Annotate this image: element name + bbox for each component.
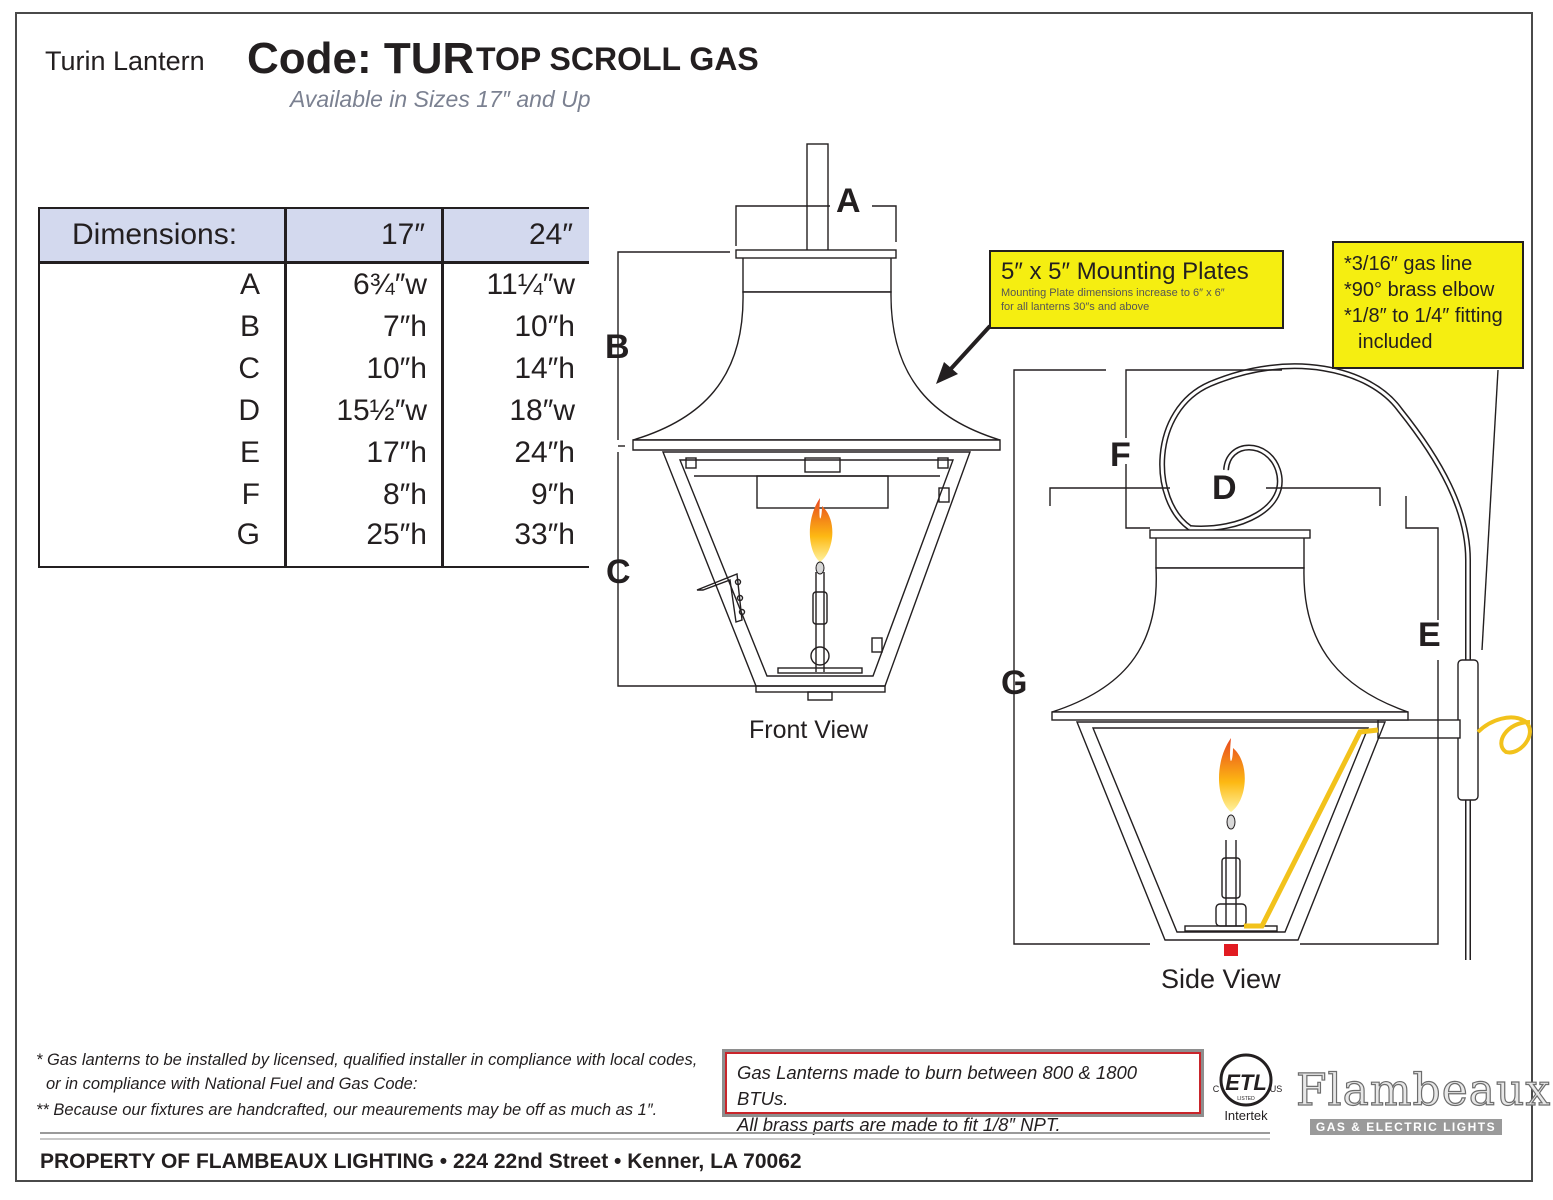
table-cell: E <box>38 432 287 474</box>
table-cell: 11¼″w <box>486 268 575 301</box>
dimension-label-c: C <box>606 553 631 591</box>
table-cell: 18″w <box>509 394 575 427</box>
dimension-label-d: D <box>1212 469 1237 507</box>
btu-info-box: Gas Lanterns made to burn between 800 & … <box>722 1049 1204 1135</box>
burner-tip-icon <box>815 561 825 575</box>
table-cell: 33″h <box>442 516 589 568</box>
flame-icon <box>1218 738 1245 812</box>
column-header: 17″ <box>285 207 444 264</box>
measurement-note: ** Because our fixtures are handcrafted,… <box>36 1101 658 1119</box>
logo-name: Flambeaux <box>1295 1065 1552 1116</box>
certification-company: Intertek <box>1224 1108 1268 1123</box>
footer-divider <box>40 1132 1270 1140</box>
gas-line-coil-icon <box>1476 715 1532 755</box>
gas-line-callout: *3/16″ gas line *90° brass elbow *1/8″ t… <box>1332 241 1524 369</box>
gas-line-icon <box>1244 727 1379 929</box>
dimension-label-b: B <box>605 328 630 366</box>
installation-notes: * Gas lanterns to be installed by licens… <box>36 1048 697 1122</box>
etl-c-text: C <box>1213 1084 1220 1094</box>
gas-line-spec: *3/16″ gas line <box>1344 253 1473 275</box>
gas-line-spec: *90° brass elbow <box>1344 279 1495 301</box>
product-code-subtitle: TOP SCROLL GAS <box>476 41 759 77</box>
table-cell: A <box>38 262 287 306</box>
table-cell: 10″h <box>514 310 575 343</box>
table-cell: G <box>38 516 287 568</box>
installation-note: * Gas lanterns to be installed by licens… <box>36 1051 698 1069</box>
flambeaux-logo: Flambeaux GAS & ELECTRIC LIGHTS <box>1295 1065 1552 1142</box>
table-cell: 24″h <box>514 436 575 469</box>
table-cell: 6¾″w <box>285 262 444 306</box>
dimension-label-a: A <box>836 182 861 220</box>
etl-listed-text: LISTED <box>1237 1096 1255 1102</box>
etl-us-text: US <box>1270 1084 1283 1094</box>
product-name: Turin Lantern <box>45 46 205 76</box>
table-cell: 10″h <box>285 348 444 390</box>
table-header-row: Dimensions: 17″ 24″ <box>38 207 589 264</box>
table-cell: F <box>38 474 287 516</box>
dimension-label-f: F <box>1110 436 1131 474</box>
mounting-plates-callout: 5″ x 5″ Mounting Plates Mounting Plate d… <box>989 250 1284 329</box>
table-cell: 8″h <box>285 474 444 516</box>
pointer-arrow-icon <box>936 324 992 384</box>
side-view-drawing <box>1013 363 1499 960</box>
column-header: Dimensions: <box>38 207 287 264</box>
page-border <box>15 12 1533 1182</box>
side-view-caption: Side View <box>1161 964 1281 994</box>
table-cell: D <box>38 390 287 432</box>
table-cell: 7″h <box>285 306 444 348</box>
mounting-plates-title: 5″ x 5″ Mounting Plates <box>1001 258 1249 285</box>
flame-icon <box>809 498 833 562</box>
product-code: Code: TUR <box>247 34 475 83</box>
btu-info: Gas Lanterns made to burn between 800 & … <box>737 1062 1138 1109</box>
availability-note: Available in Sizes 17″ and Up <box>290 86 591 112</box>
front-view-drawing <box>617 143 1001 701</box>
dimension-label-e: E <box>1418 616 1441 654</box>
front-view-caption: Front View <box>749 716 869 744</box>
burner-tip-icon <box>1226 814 1236 830</box>
column-header: 24″ <box>442 207 589 264</box>
gas-line-spec: included <box>1358 331 1433 353</box>
table-cell: 9″h <box>531 478 575 511</box>
gas-line-spec: *1/8″ to 1/4″ fitting <box>1344 305 1503 327</box>
dimension-label-g: G <box>1001 664 1028 702</box>
table-cell: 14″h <box>514 352 575 385</box>
logo-tagline: GAS & ELECTRIC LIGHTS <box>1309 1119 1503 1135</box>
property-statement: PROPERTY OF FLAMBEAUX LIGHTING • 224 22n… <box>40 1150 802 1173</box>
etl-listed-icon: ETL LISTED C US <box>1213 1053 1283 1107</box>
table-cell: B <box>38 306 287 348</box>
table-cell: 15½″w <box>285 390 444 432</box>
mounting-plates-note: for all lanterns 30″s and above <box>1001 301 1150 313</box>
mounting-plates-note: Mounting Plate dimensions increase to 6″… <box>1001 287 1225 299</box>
certification-block: Intertek <box>1210 1044 1282 1124</box>
npt-info: All brass parts are made to fit 1/8″ NPT… <box>737 1114 1061 1135</box>
table-cell: 25″h <box>285 516 444 568</box>
table-cell: C <box>38 348 287 390</box>
etl-mark-text: ETL <box>1225 1070 1267 1095</box>
installation-note: or in compliance with National Fuel and … <box>46 1075 418 1093</box>
table-cell: 17″h <box>285 432 444 474</box>
gas-inlet-icon <box>1224 944 1238 956</box>
